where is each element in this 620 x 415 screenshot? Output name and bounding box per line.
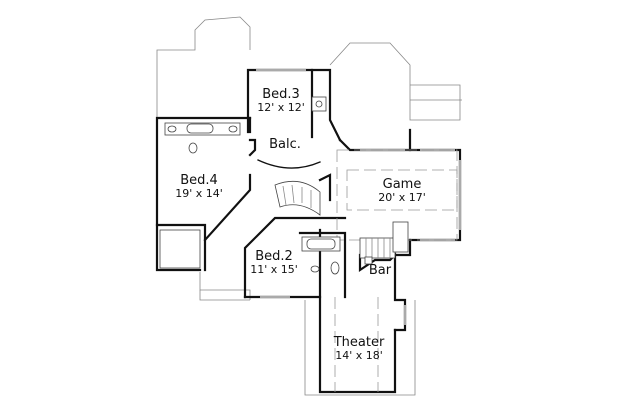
room-dimensions: 14' x 18' [335, 348, 383, 362]
room-dimensions: 20' x 17' [378, 190, 426, 204]
room-name: Game [382, 177, 422, 192]
room-name: Bed.4 [180, 173, 218, 188]
ceiling-lines [334, 149, 458, 392]
room-name: Bed.2 [255, 249, 293, 264]
staircases [274, 180, 409, 259]
room-bed3: Bed.3 12' x 12' [252, 88, 310, 113]
room-bar: Bar [364, 264, 396, 278]
room-dimensions: 11' x 15' [250, 262, 298, 276]
room-balcony: Balc. [262, 138, 308, 152]
room-theater: Theater 14' x 18' [328, 336, 390, 361]
room-bed2: Bed.2 11' x 15' [246, 250, 302, 275]
room-name: Theater [333, 335, 385, 350]
fixtures [159, 96, 373, 275]
walls [155, 68, 462, 394]
room-name: Balc. [269, 137, 301, 152]
room-bed4: Bed.4 19' x 14' [168, 174, 230, 199]
room-name: Bed.3 [262, 87, 300, 102]
balcony-curve [257, 159, 321, 169]
room-dimensions: 12' x 12' [257, 100, 305, 114]
room-dimensions: 19' x 14' [175, 186, 223, 200]
open-below-outlines [156, 16, 462, 396]
room-game: Game 20' x 17' [370, 178, 434, 203]
room-name: Bar [368, 263, 392, 278]
